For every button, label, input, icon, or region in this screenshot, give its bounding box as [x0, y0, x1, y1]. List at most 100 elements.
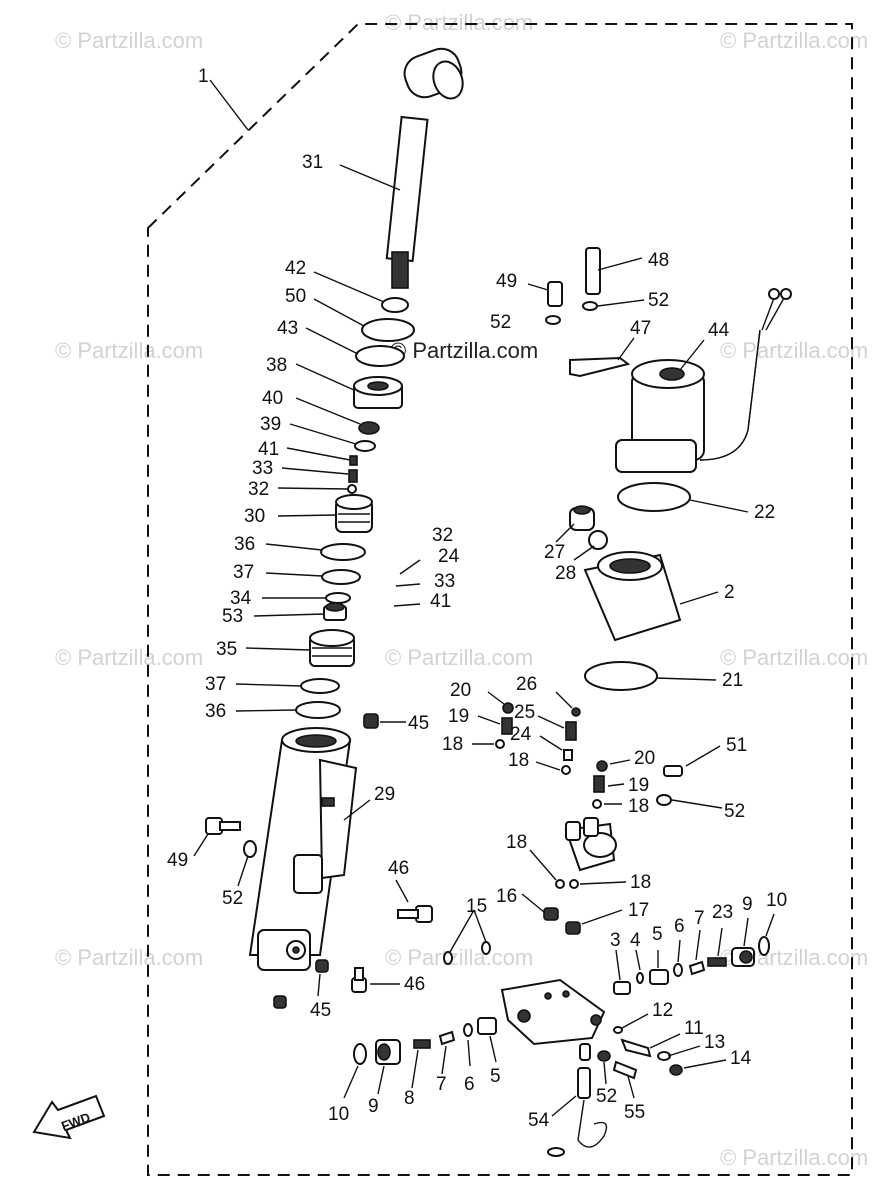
- callout: 49: [167, 850, 188, 871]
- ball: [347, 484, 357, 494]
- callout: 37: [233, 562, 254, 583]
- ball: [592, 799, 602, 809]
- callout: 18: [442, 734, 463, 755]
- o-ring: [443, 951, 453, 965]
- callout: 30: [244, 506, 265, 527]
- o-ring: [673, 963, 683, 977]
- filter: [569, 505, 595, 531]
- callout: 33: [252, 458, 273, 479]
- pin: [563, 749, 573, 761]
- bolt: [397, 905, 433, 923]
- callout: 46: [404, 974, 425, 995]
- parts-layer: [32, 47, 792, 1157]
- o-ring: [463, 1023, 473, 1037]
- o-ring: [613, 1026, 623, 1034]
- tilt-motor: [615, 288, 792, 473]
- assembly-border: [147, 23, 853, 1176]
- backup-ring: [300, 678, 340, 694]
- callout: 51: [726, 735, 747, 756]
- spring: [707, 957, 727, 967]
- callout: 29: [374, 784, 395, 805]
- callout: 19: [628, 775, 649, 796]
- o-ring: [636, 972, 644, 984]
- plug: [353, 376, 403, 409]
- callout: 18: [628, 796, 649, 817]
- bolt: [351, 967, 367, 993]
- backup-ring: [321, 569, 361, 585]
- screw: [612, 1060, 638, 1080]
- spring: [501, 717, 513, 735]
- callout: 32: [432, 525, 453, 546]
- watermark-layer: © Partzilla.com © Partzilla.com © Partzi…: [55, 10, 868, 1170]
- callout: 52: [596, 1086, 617, 1107]
- watermark: © Partzilla.com: [385, 945, 533, 970]
- callout: 17: [628, 900, 649, 921]
- callout: 26: [516, 674, 537, 695]
- bolt: [579, 1043, 591, 1061]
- callout: 37: [205, 674, 226, 695]
- callout: 10: [328, 1104, 349, 1125]
- callout: 16: [496, 886, 517, 907]
- watermark: © Partzilla.com: [720, 338, 868, 363]
- watermark: © Partzilla.com: [720, 28, 868, 53]
- callout: 45: [310, 1000, 331, 1021]
- watermark: © Partzilla.com: [720, 645, 868, 670]
- center-watermark: © Partzilla.com: [390, 338, 538, 363]
- callout: 5: [652, 924, 663, 945]
- callout: 25: [514, 702, 535, 723]
- o-ring: [353, 1043, 367, 1065]
- o-ring: [481, 941, 491, 955]
- plug: [731, 947, 755, 967]
- callout: 22: [754, 502, 775, 523]
- ball: [495, 739, 505, 749]
- callout: 3: [610, 930, 621, 951]
- fitting: [315, 959, 329, 973]
- pipe: [577, 1067, 591, 1099]
- callout: 36: [234, 534, 255, 555]
- washer: [381, 297, 409, 313]
- callout: 20: [450, 680, 471, 701]
- fwd-arrow-icon: [32, 1094, 106, 1140]
- callout: 14: [730, 1048, 752, 1069]
- callout: 52: [490, 312, 511, 333]
- callout: 2: [724, 582, 735, 603]
- spring: [593, 775, 605, 793]
- callout: 33: [434, 571, 455, 592]
- fitting: [363, 713, 379, 729]
- callout: 44: [708, 320, 730, 341]
- callout: 47: [630, 318, 651, 339]
- ball: [502, 702, 514, 714]
- callout: 32: [248, 479, 269, 500]
- spring: [413, 1039, 431, 1049]
- spring: [348, 469, 358, 483]
- o-ring: [320, 543, 366, 561]
- bolt: [205, 817, 241, 835]
- spring: [565, 721, 577, 741]
- manual-valve: [335, 494, 373, 533]
- callout: 53: [222, 606, 243, 627]
- callout: 48: [648, 250, 669, 271]
- callout: 4: [630, 930, 641, 951]
- callout: 49: [496, 271, 517, 292]
- end-clip: [547, 1147, 565, 1157]
- washer: [545, 315, 561, 325]
- watermark: © Partzilla.com: [55, 945, 203, 970]
- callout: 31: [302, 152, 323, 173]
- callout: 24: [510, 724, 532, 745]
- callout: 11: [684, 1018, 704, 1039]
- callout: 13: [704, 1032, 725, 1053]
- o-ring: [295, 701, 341, 719]
- watermark: © Partzilla.com: [385, 10, 533, 35]
- ball: [596, 760, 608, 772]
- ball: [561, 765, 571, 775]
- ball: [569, 879, 579, 889]
- callout: 54: [528, 1110, 550, 1131]
- callout: 9: [742, 894, 753, 915]
- watermark: © Partzilla.com: [55, 28, 203, 53]
- callout: 18: [506, 832, 527, 853]
- valve-body: [564, 817, 617, 872]
- fitting: [613, 981, 631, 995]
- callout: 6: [674, 916, 685, 937]
- watermark: © Partzilla.com: [720, 1145, 868, 1170]
